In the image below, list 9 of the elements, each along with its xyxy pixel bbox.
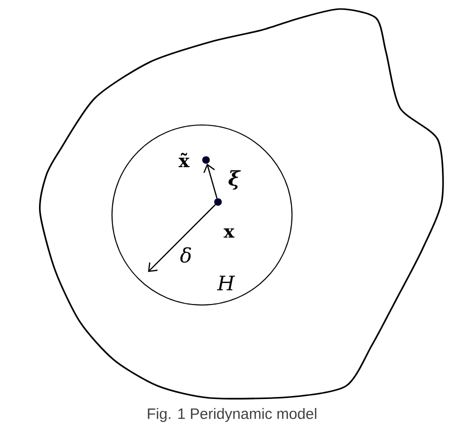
bond-arrow	[148, 204, 216, 272]
point-label: x̃	[178, 152, 190, 168]
point-label: x	[224, 228, 234, 238]
edge-label: δ	[180, 247, 192, 263]
material-point	[202, 156, 210, 164]
bond-arrow	[203, 164, 218, 198]
figure-caption: Fig. 1 Peridynamic model	[148, 408, 316, 422]
edge-label: ξ	[228, 170, 241, 190]
material-point	[214, 198, 222, 206]
